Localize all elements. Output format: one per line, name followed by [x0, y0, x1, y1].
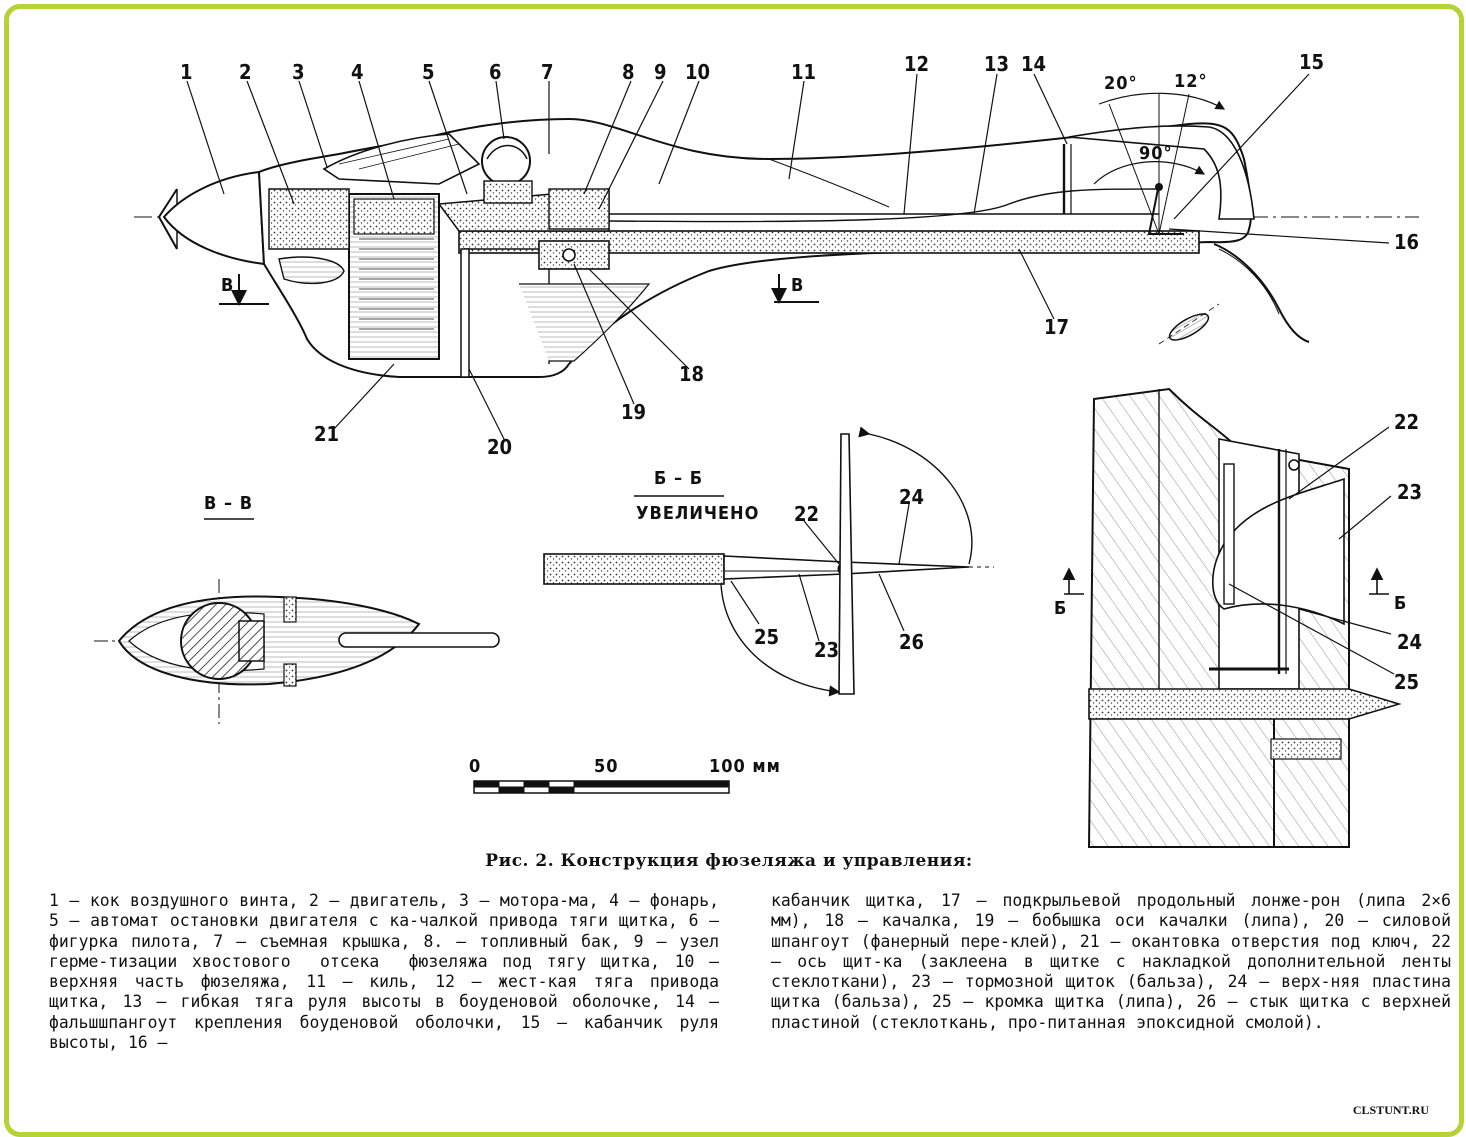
- callout-5: 5: [422, 60, 435, 84]
- callout-19: 19: [621, 400, 646, 424]
- angle-12-label: 12°: [1174, 71, 1208, 92]
- section-bb-subtitle: УВЕЛИЧЕНО: [636, 503, 759, 524]
- section-bb-title: Б – Б: [654, 468, 703, 489]
- figure-frame: 1 2 3 4 5 6 7 8 9 10 11 12 13 14 15 16 1…: [4, 4, 1464, 1137]
- callout-labels: 1 2 3 4 5 6 7 8 9 10 11 12 13 14 15 16 1…: [180, 50, 1419, 459]
- callout-24-detail: 24: [1397, 630, 1422, 654]
- scale-label-0: 0: [469, 756, 481, 777]
- callout-22-bb: 22: [794, 502, 819, 526]
- callout-1: 1: [180, 60, 193, 84]
- angle-20-label: 20°: [1104, 73, 1138, 94]
- callout-22-detail: 22: [1394, 410, 1419, 434]
- callout-4: 4: [351, 60, 364, 84]
- technical-drawing: 1 2 3 4 5 6 7 8 9 10 11 12 13 14 15 16 1…: [94, 50, 1422, 848]
- scale-bar: 0 50 100 мм: [469, 756, 781, 794]
- pilot-figure: [481, 136, 531, 186]
- callout-24-bb: 24: [899, 485, 924, 509]
- spinner: [162, 170, 266, 266]
- section-mark-v-left: В: [221, 275, 234, 296]
- callout-8: 8: [622, 60, 635, 84]
- scale-label-100: 100 мм: [709, 756, 781, 777]
- callout-23-bb: 23: [814, 638, 839, 662]
- callout-18: 18: [679, 362, 704, 386]
- spar: [458, 230, 1200, 254]
- canopy: [322, 133, 481, 185]
- callout-12: 12: [904, 52, 929, 76]
- site-watermark: CLSTUNT.RU: [1352, 1103, 1429, 1117]
- callout-26-bb: 26: [899, 630, 924, 654]
- callout-25-detail: 25: [1394, 670, 1419, 694]
- callout-2: 2: [239, 60, 252, 84]
- callout-11: 11: [791, 60, 816, 84]
- callout-17: 17: [1044, 315, 1069, 339]
- callout-21: 21: [314, 422, 339, 446]
- fuselage-side-view: [134, 73, 1419, 440]
- callout-10: 10: [685, 60, 710, 84]
- callout-23-detail: 23: [1397, 480, 1422, 504]
- section-bb: Б – Б УВЕЛИЧЕНО 22 24 25 23 26: [543, 426, 994, 697]
- legend-right-column: кабанчик щитка, 17 — подкрыльевой продол…: [771, 891, 1461, 1032]
- flap-detail-view: 22 23 24 25 Б Б: [1054, 387, 1422, 848]
- section-mark-b-right: Б: [1394, 593, 1407, 614]
- fuel-tank: [548, 188, 610, 230]
- callout-20: 20: [487, 435, 512, 459]
- section-mark-v-right: В: [791, 275, 804, 296]
- callout-9: 9: [654, 60, 667, 84]
- section-vv: В – В: [94, 493, 500, 724]
- angle-90-label: 90°: [1139, 143, 1173, 164]
- section-mark-b-left: Б: [1054, 598, 1067, 619]
- callout-6: 6: [489, 60, 502, 84]
- section-vv-title: В – В: [204, 493, 253, 514]
- callout-14: 14: [1021, 52, 1046, 76]
- figure-caption-title: Рис. 2. Конструкция фюзеляжа и управлени…: [485, 851, 973, 871]
- callout-3: 3: [292, 60, 305, 84]
- callout-7: 7: [541, 60, 554, 84]
- callout-15: 15: [1299, 50, 1324, 74]
- callout-25-bb: 25: [754, 625, 779, 649]
- callout-13: 13: [984, 52, 1009, 76]
- scale-label-50: 50: [594, 756, 619, 777]
- legend-left-column: 1 — кок воздушного винта, 2 — двигатель,…: [49, 891, 729, 1053]
- callout-16: 16: [1394, 230, 1419, 254]
